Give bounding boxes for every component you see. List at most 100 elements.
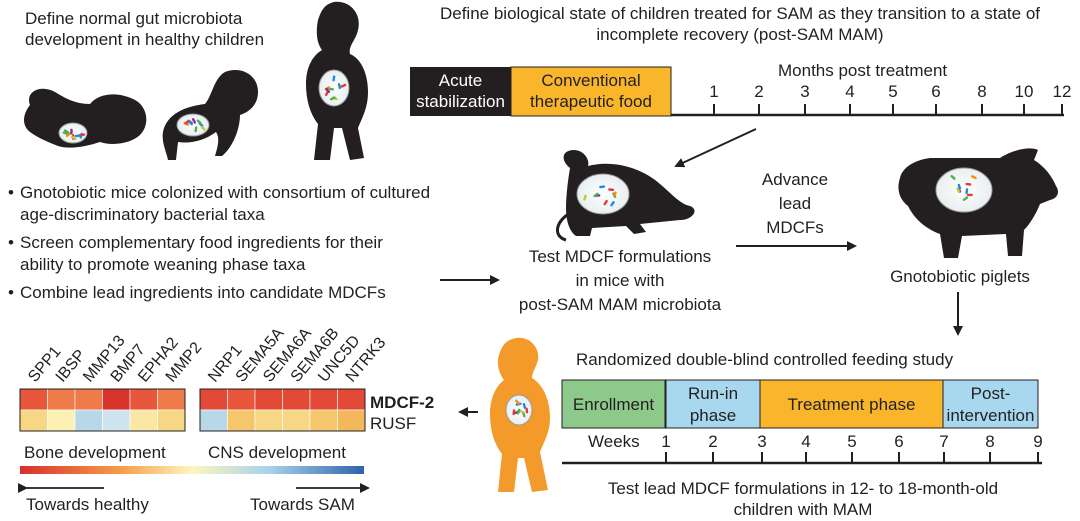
phase-post [942,379,1039,429]
cns-cell [282,388,311,411]
mice-text-2: in mice with [575,271,665,290]
sam-title-line2: incomplete recovery (post-SAM MAM) [596,25,884,44]
toddler-standing-icon [306,1,368,161]
bone-cell [47,388,76,411]
bone-frame [19,388,186,432]
bacterium [610,201,615,207]
bone-development-label: Bone development [24,443,166,462]
bacterium [970,175,977,180]
week-tick-label: 3 [757,432,767,451]
bacterium [337,83,342,90]
cns-cell [254,388,283,411]
timeline-box-conventional [510,66,672,117]
week-tick-label: 5 [847,432,857,451]
bacterium [328,87,335,91]
advance-text-3: MDCFs [766,218,824,237]
bone-cell [102,409,131,432]
mice-text-1: Test MDCF formulations [528,247,712,266]
bacterium [62,131,69,136]
child-orange-icon [490,337,550,492]
bacterium [525,407,529,414]
cns-cell [227,409,256,432]
conventional-label-2: therapeutic food [530,92,652,111]
week-tick-label: 4 [801,432,811,451]
month-tick-label: 8 [977,82,987,101]
bacterium [599,185,606,189]
bacterium [187,120,194,126]
bone-cell [129,388,158,411]
baby-lying-icon [24,88,147,148]
bacterium [957,183,962,190]
month-tick-label: 10 [1014,82,1034,101]
cns-cell [227,388,256,411]
mice-text-3: post-SAM MAM microbiota [518,295,722,314]
phase-post-label-2: intervention [946,406,1035,425]
advance-text-1: Advance [761,170,829,189]
cns-cell [309,388,338,411]
weeks-axis-label: Weeks [588,432,640,451]
piglets-label: Gnotobiotic piglets [890,267,1030,286]
bacterium [63,129,70,134]
mouse-icon [556,150,695,242]
week-tick-label: 6 [894,432,904,451]
phase-enrollment-label: Enrollment [572,395,655,414]
bacterium [196,119,202,125]
study-title: Randomized double-blind controlled feedi… [576,350,954,369]
bacterium [522,403,527,409]
month-tick-label: 6 [931,82,941,101]
bacterium [608,188,615,191]
towards-healthy-label: Towards healthy [26,495,149,514]
bacterium [192,118,197,124]
month-tick-label: 2 [754,82,764,101]
row-label-mdcf2: MDCF-2 [370,393,435,412]
cns-cell [337,388,366,411]
study-caption-1: Test lead MDCF formulations in 12- to 18… [607,479,999,498]
phase-enrollment [561,379,666,429]
months-axis-label: Months post treatment [778,61,948,80]
week-tick-label: 1 [661,432,671,451]
phase-treatment [759,379,944,429]
cns-cell [309,409,338,432]
cns-cell [282,409,311,432]
conventional-label-1: Conventional [541,71,641,90]
bacterium [956,187,961,194]
cns-cell [337,409,366,432]
cns-cell [254,409,283,432]
bone-cell [74,388,103,411]
bacterium [65,132,72,138]
bacterium [74,134,81,138]
bacterium [70,135,77,140]
bacterium [340,83,347,88]
piglet-icon [898,148,1058,258]
phase-treatment-label: Treatment phase [787,395,916,414]
phase-run-in [665,379,761,429]
month-tick-label: 1 [709,82,719,101]
bacterium [330,96,336,101]
week-tick-label: 8 [985,432,995,451]
heatmap [18,388,370,493]
week-tick-label: 7 [939,432,949,451]
bacterium [516,408,521,415]
bacterium [70,128,73,135]
timeline-box-acute [410,67,511,116]
arrow-timeline-to-mouse [674,128,757,168]
towards-sam-label: Towards SAM [250,495,355,514]
bacterium [583,194,587,201]
sam-title-line1: Define biological state of children trea… [439,4,1041,23]
acute-label-2: stabilization [416,92,505,111]
bacterium [332,75,336,82]
bacterium [962,196,969,201]
bone-cell [157,388,186,411]
bone-cell [74,409,103,432]
bacterium [325,87,331,93]
month-tick-label: 12 [1052,82,1072,101]
cns-cell [199,388,228,411]
bacterium [965,188,969,195]
timeline-months [410,66,1064,117]
healthy-title-line1: Define normal gut microbiota [25,9,243,28]
microbiota-bacteria [62,75,977,418]
bone-cell [102,388,131,411]
study-caption-2: children with MAM [733,500,873,519]
acute-label-1: Acute [438,71,483,90]
bacterium [613,191,617,198]
